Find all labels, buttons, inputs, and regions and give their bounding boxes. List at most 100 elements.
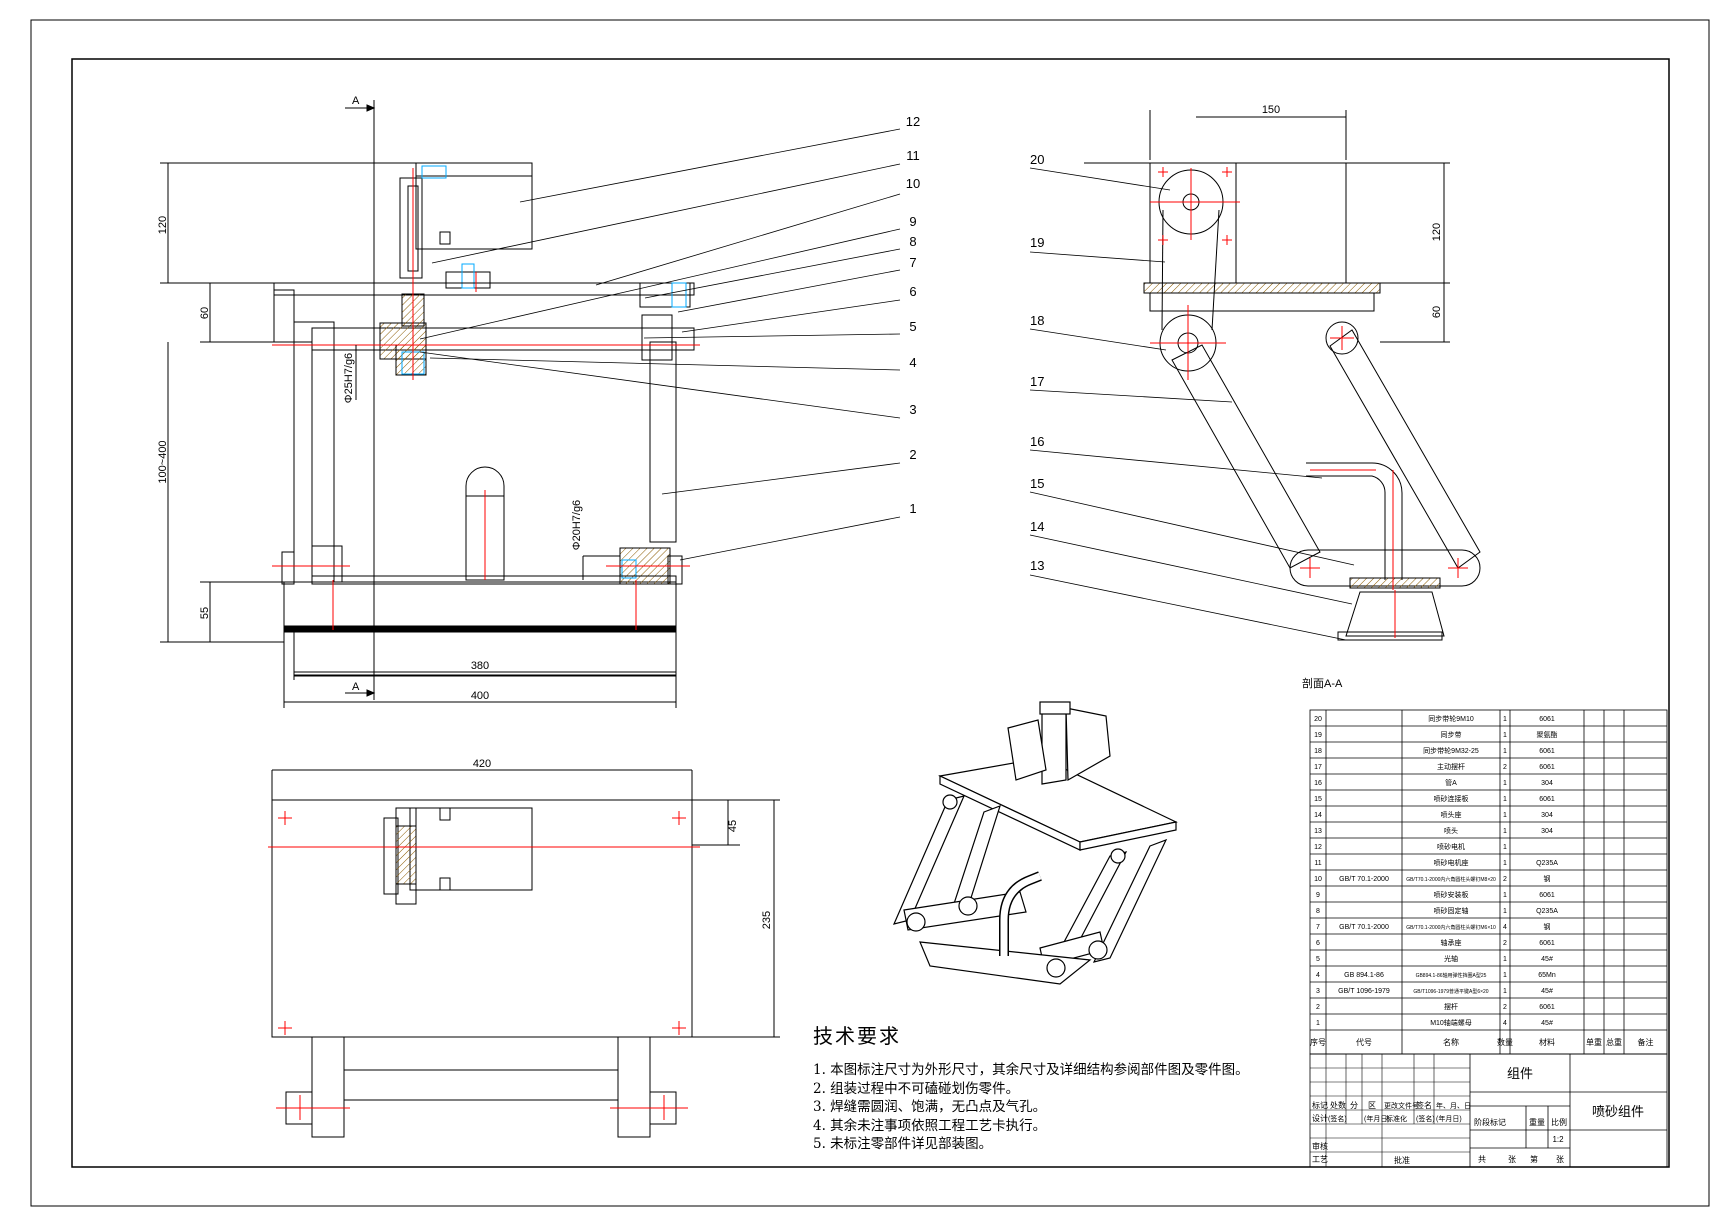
bom-cell-qty: 1 — [1503, 844, 1507, 851]
bom-header-cell: 材料 — [1539, 1037, 1555, 1047]
balloon-4: 4 — [909, 355, 916, 370]
dim-plan-width: 420 — [473, 758, 491, 770]
balloon-12: 12 — [906, 114, 920, 129]
title-block-text: 组件 喷砂组件 1:2 阶段标记 重量 比例 标记 处数 分 区 更改文件号 签… — [1312, 1066, 1644, 1165]
bom-cell-name: 喷砂电机 — [1437, 842, 1465, 851]
bom-cell-material: 45# — [1541, 956, 1553, 963]
bom-cell-material: 6061 — [1539, 716, 1555, 723]
dim-top-height: 120 — [157, 216, 169, 234]
bom-cell-no: 8 — [1316, 908, 1320, 915]
balloon-15: 15 — [1030, 476, 1044, 491]
bom-cell-name: 同步带 — [1441, 731, 1462, 739]
bom-cell-name: 光轴 — [1444, 954, 1458, 963]
dim-pin-fit: Φ20H7/g6 — [571, 500, 583, 550]
bom-header-cell: 序号 — [1310, 1037, 1326, 1047]
row1-change: 更改文件号 — [1384, 1101, 1419, 1110]
dim-range-height: 100~400 — [157, 440, 169, 483]
bom-cell-name: 同步带轮9M10 — [1428, 714, 1474, 723]
bom-cell-qty: 1 — [1503, 860, 1507, 867]
balloon-10: 10 — [906, 176, 920, 191]
row2-sign: (签名) — [1328, 1114, 1347, 1123]
bom-cell-qty: 2 — [1503, 940, 1507, 947]
bom-cell-code: GB 894.1-86 — [1344, 972, 1384, 979]
row1-div: 分 — [1350, 1101, 1358, 1110]
section-marker-top: A — [352, 95, 360, 107]
bom-grid — [1310, 710, 1667, 1054]
bom-cell-material: 6061 — [1539, 764, 1555, 771]
bom-cell-no: 16 — [1314, 780, 1322, 787]
section-label: 剖面A-A — [1302, 676, 1343, 690]
bom-cell-no: 6 — [1316, 940, 1320, 947]
front-dimension-text: 120 60 100~400 55 380 400 Φ25H7/g6 Φ20H7… — [157, 95, 583, 702]
tech-requirements-title: 技术要求 — [813, 1024, 901, 1048]
balloon-3: 3 — [909, 402, 916, 417]
front-balloons: 12 11 10 9 8 7 6 5 4 3 2 1 — [906, 114, 920, 516]
bom-cell-name: GB/T1096-1979普通平键A型6×20 — [1413, 988, 1488, 995]
bom-cell-no: 15 — [1314, 796, 1322, 803]
row1-zone: 区 — [1368, 1101, 1376, 1110]
bom-cell-material: 6061 — [1539, 748, 1555, 755]
row2-sign2: (签名) — [1416, 1114, 1435, 1123]
bom-cell-no: 20 — [1314, 716, 1322, 723]
bom-cell-material: 6061 — [1539, 892, 1555, 899]
sheet-unit2: 张 — [1556, 1155, 1564, 1164]
bom-header-cell: 单重 — [1586, 1037, 1602, 1047]
title-drawing-name: 喷砂组件 — [1592, 1104, 1644, 1119]
tech-requirement-3: 3. 焊缝需圆润、饱满，无凸点及气孔。 — [813, 1099, 1047, 1115]
bom-cell-code: GB/T 70.1-2000 — [1339, 876, 1389, 883]
bom-cell-qty: 1 — [1503, 716, 1507, 723]
technical-requirements: 技术要求 1. 本图标注尺寸为外形尺寸，其余尺寸及详细结构参阅部件图及零件图。 … — [813, 1020, 1293, 1154]
balloon-16: 16 — [1030, 434, 1044, 449]
isometric-view — [892, 701, 1178, 985]
bom-header-cell: 代号 — [1356, 1037, 1372, 1047]
bom-cell-material: 6061 — [1539, 796, 1555, 803]
bom-cell-material: 304 — [1541, 828, 1553, 835]
bom-header-cell: 总重 — [1606, 1037, 1622, 1047]
balloon-9: 9 — [909, 214, 916, 229]
bom-cell-qty: 2 — [1503, 876, 1507, 883]
review-label: 审核 — [1312, 1141, 1328, 1151]
bom-cell-name: 喷砂电机座 — [1434, 858, 1469, 867]
bom-cell-no: 2 — [1316, 1004, 1320, 1011]
bom-cell-material: 6061 — [1539, 1004, 1555, 1011]
balloon-2: 2 — [909, 447, 916, 462]
inner-border — [71, 58, 1670, 1168]
bom-cell-material: Q235A — [1536, 908, 1558, 915]
plan-view — [268, 769, 780, 1138]
side-leaders — [1029, 167, 1355, 641]
bom-cell-no: 13 — [1314, 828, 1322, 835]
bom-header-cell: 备注 — [1638, 1037, 1654, 1047]
bom-cell-name: 同步带轮9M32-25 — [1423, 746, 1479, 755]
balloon-19: 19 — [1030, 235, 1044, 250]
dim-plate-height: 60 — [199, 307, 211, 319]
section-marker-bottom: A — [352, 681, 360, 693]
dim-base-height: 55 — [199, 607, 211, 619]
bom-cell-no: 18 — [1314, 748, 1322, 755]
bom-cell-qty: 4 — [1503, 1020, 1507, 1027]
bom-header-cell: 数量 — [1497, 1037, 1513, 1047]
bom-cell-qty: 2 — [1503, 1004, 1507, 1011]
outer-border — [30, 19, 1710, 1207]
balloon-5: 5 — [909, 319, 916, 334]
balloon-11: 11 — [906, 148, 920, 163]
balloon-7: 7 — [909, 255, 916, 270]
bom-cell-material: 65Mn — [1538, 972, 1556, 979]
bom-cell-no: 7 — [1316, 924, 1320, 931]
bom-cell-no: 9 — [1316, 892, 1320, 899]
balloon-14: 14 — [1030, 519, 1044, 534]
bom-cell-no: 1 — [1316, 1020, 1320, 1027]
bom-cell-name: M10轴端螺母 — [1430, 1018, 1472, 1027]
title-block — [1309, 1053, 1668, 1168]
bom-cell-no: 19 — [1314, 732, 1322, 739]
row1-mark: 标记 — [1312, 1100, 1328, 1110]
bom-cell-qty: 1 — [1503, 908, 1507, 915]
bom-cell-material: 聚氨酯 — [1537, 730, 1558, 739]
bom-cell-name: GB/T70.1-2000内六角圆柱头螺钉M8×20 — [1406, 876, 1496, 883]
balloon-6: 6 — [909, 284, 916, 299]
bom-cell-name: 喷头座 — [1441, 810, 1462, 819]
bom-header-cell: 名称 — [1443, 1037, 1459, 1047]
bom-cell-no: 4 — [1316, 972, 1320, 979]
bom-cell-code: GB/T 1096-1979 — [1338, 988, 1390, 995]
